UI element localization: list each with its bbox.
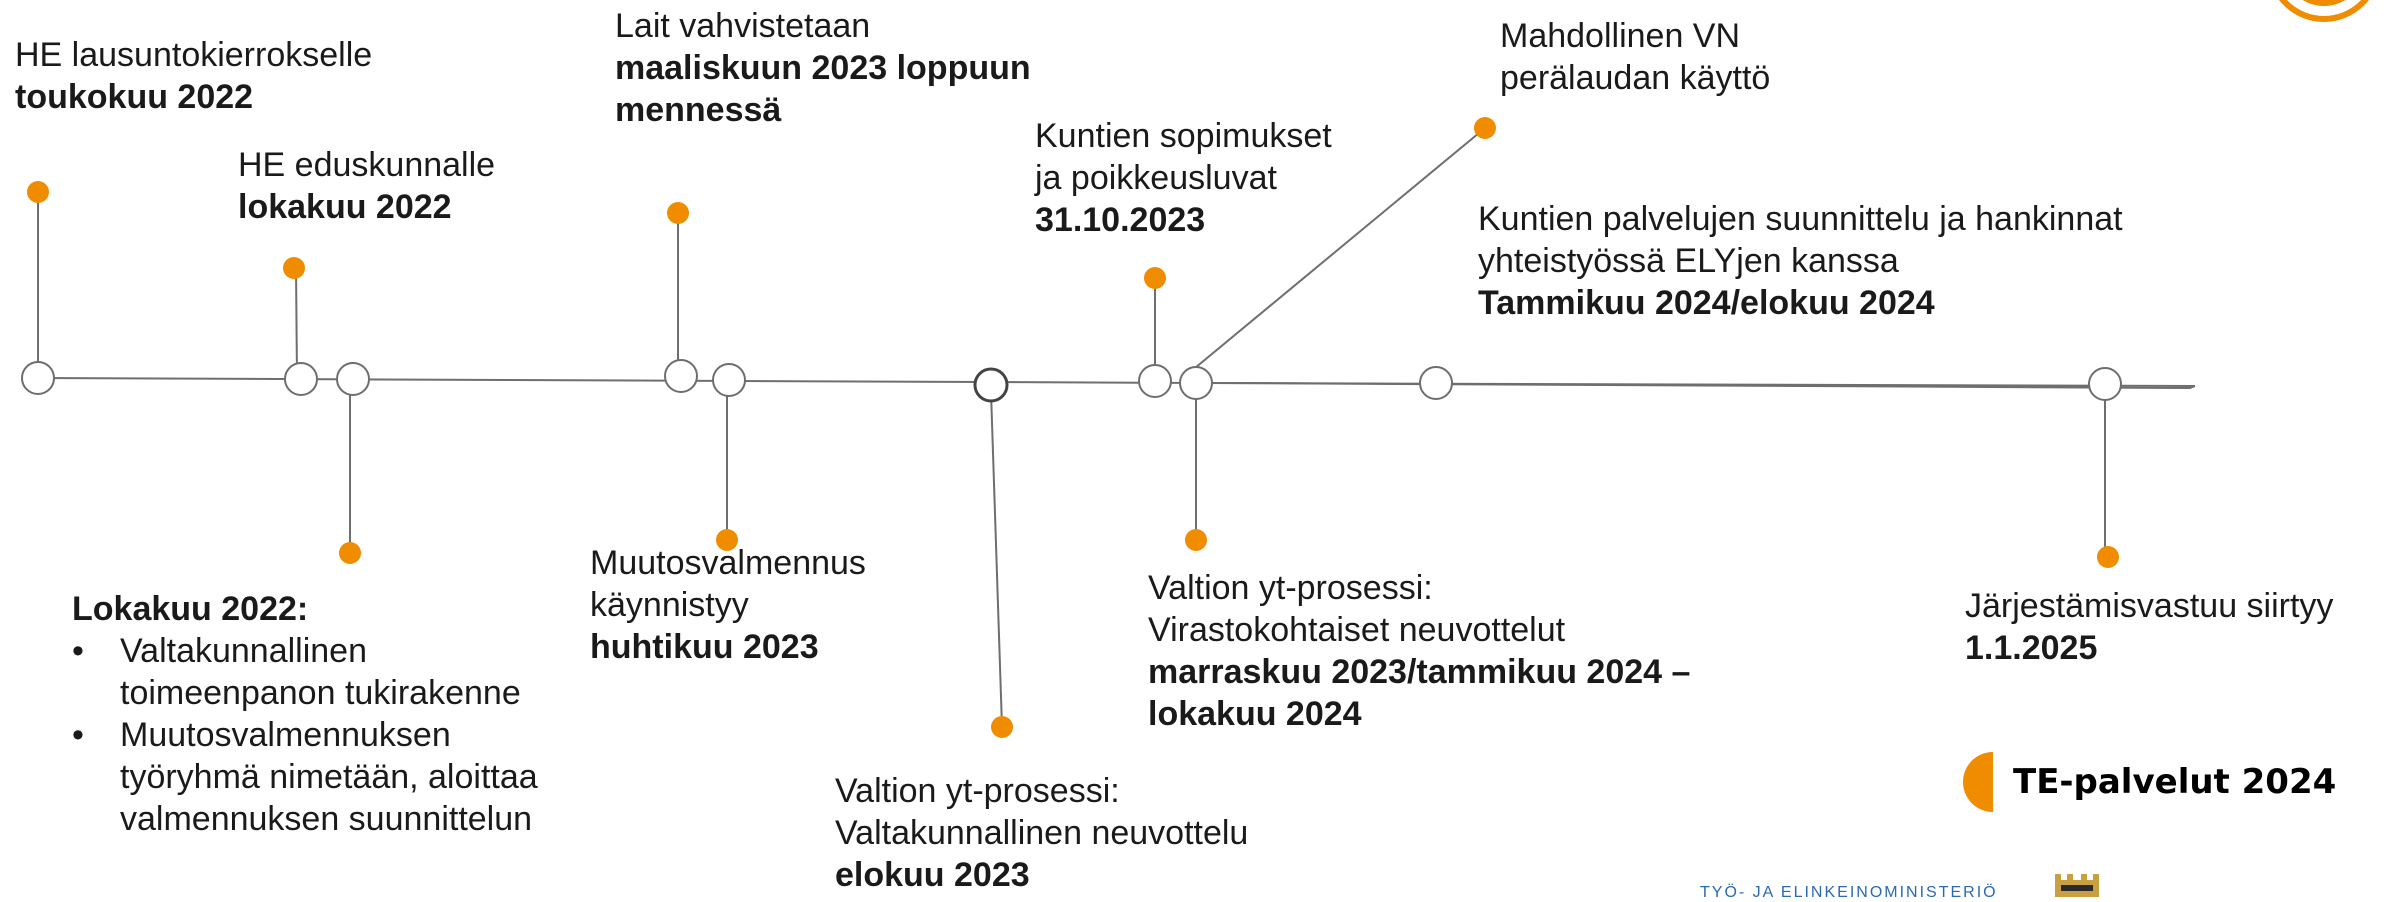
- connector-line: [1194, 127, 1486, 369]
- connector-line: [990, 391, 1003, 728]
- timeline-node: [664, 359, 698, 393]
- milestone-dot: [2097, 546, 2119, 568]
- timeline-axis-segment: [1209, 382, 2196, 387]
- half-circle-icon: [1963, 752, 1993, 812]
- timeline-node: [336, 362, 370, 396]
- ministry-logo-text: TYÖ- JA ELINKEINOMINISTERIÖ: [1700, 884, 1998, 901]
- timeline-node: [21, 361, 55, 395]
- bullet-item: Muutosvalmennuksen työryhmä nimetään, al…: [72, 714, 538, 840]
- timeline-node: [1179, 366, 1213, 400]
- timeline-node: [712, 363, 746, 397]
- milestone-dot: [716, 529, 738, 551]
- label-lait-vahvistetaan: Lait vahvistetaan maaliskuun 2023 loppuu…: [615, 7, 1031, 129]
- milestone-dot: [283, 257, 305, 279]
- timeline-node: [2088, 367, 2122, 401]
- milestone-dot: [1474, 117, 1496, 139]
- lokakuu-bullet-list: Valtakunnallinen toimeenpanon tukirakenn…: [72, 630, 538, 840]
- label-valtakunnallinen-neuvottelu: Valtion yt-prosessi: Valtakunnallinen ne…: [835, 772, 1249, 894]
- timeline-node: [284, 362, 318, 396]
- label-virastokohtaiset-neuvottelut: Valtion yt-prosessi: Virastokohtaiset ne…: [1148, 569, 1691, 733]
- lokakuu-heading: Lokakuu 2022:: [72, 590, 309, 628]
- milestone-dot: [1144, 267, 1166, 289]
- label-kuntien-sopimukset: Kuntien sopimukset ja poikkeusluvat 31.1…: [1035, 117, 1332, 239]
- label-he-lausunto: HE lausuntokierrokselle toukokuu 2022: [15, 36, 373, 116]
- label-kuntien-palvelut: Kuntien palvelujen suunnittelu ja hankin…: [1478, 200, 2123, 322]
- bullet-item: Valtakunnallinen toimeenpanon tukirakenn…: [72, 630, 538, 714]
- milestone-dot: [667, 202, 689, 224]
- timeline-node: [973, 367, 1009, 403]
- te-palvelut-logo: TE-palvelut 2024: [1963, 752, 2336, 812]
- label-lokakuu-2022: Lokakuu 2022: Valtakunnallinen toimeenpa…: [72, 588, 538, 840]
- milestone-dot: [991, 716, 1013, 738]
- timeline-node: [1419, 366, 1453, 400]
- milestone-dot: [1185, 529, 1207, 551]
- label-vn-peralauta: Mahdollinen VN perälaudan käyttö: [1500, 17, 1771, 97]
- milestone-dot: [339, 542, 361, 564]
- label-muutosvalmennus: Muutosvalmennus käynnistyy huhtikuu 2023: [590, 544, 866, 666]
- label-he-eduskunta: HE eduskunnalle lokakuu 2022: [238, 146, 496, 226]
- logo-text: TE-palvelut 2024: [2013, 762, 2337, 802]
- connector-line: [295, 267, 298, 379]
- corner-logo-icon: [2279, 0, 2369, 22]
- crest-icon: [2055, 874, 2099, 897]
- timeline-node: [1138, 364, 1172, 398]
- label-jarjestamisvastuu: Järjestämisvastuu siirtyy 1.1.2025: [1965, 587, 2334, 667]
- milestone-dot: [27, 181, 49, 203]
- timeline-axis: [37, 377, 2196, 390]
